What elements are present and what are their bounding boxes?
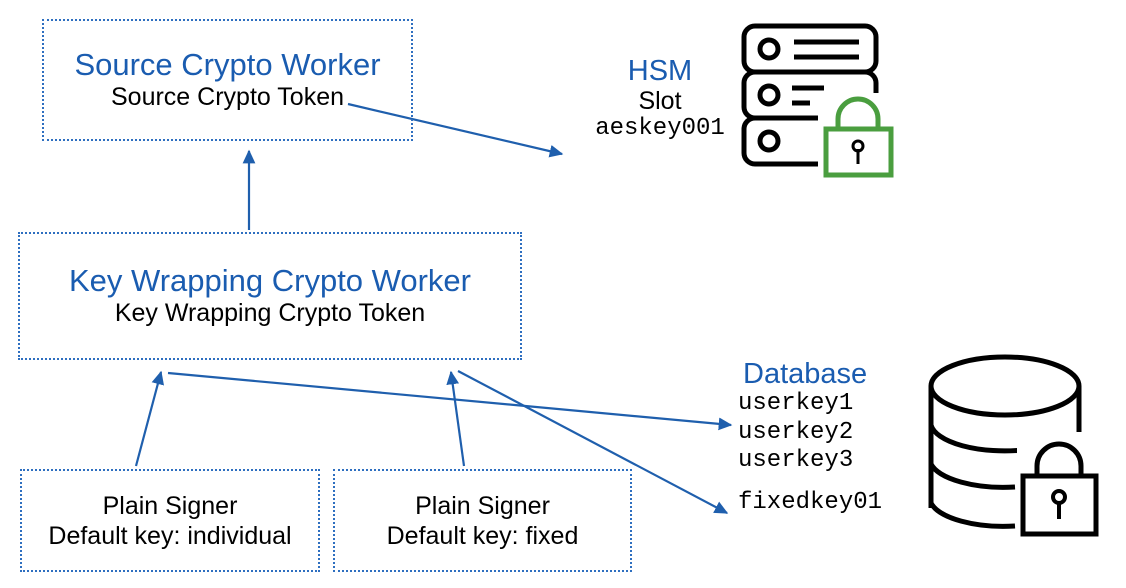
arrow-plain-signer-fixed-to-keywrap — [446, 370, 466, 467]
database-title: Database — [743, 358, 868, 390]
node-plain-signer-individual[interactable]: Plain Signer Default key: individual — [20, 469, 320, 572]
plain-signer-individual-line2: Default key: individual — [48, 521, 292, 550]
database-key-fixedkey01: fixedkey01 — [738, 488, 883, 516]
hsm-text-group: HSM Slot aeskey001 — [560, 55, 760, 144]
plain-signer-fixed-line2: Default key: fixed — [386, 521, 579, 550]
source-crypto-worker-title: Source Crypto Worker — [74, 46, 381, 82]
node-key-wrapping-crypto-worker[interactable]: Key Wrapping Crypto Worker Key Wrapping … — [18, 232, 522, 360]
arrow-plain-signer-individual-to-keywrap — [134, 370, 164, 467]
node-source-crypto-worker[interactable]: Source Crypto Worker Source Crypto Token — [42, 19, 413, 141]
hsm-title: HSM — [627, 55, 693, 87]
node-plain-signer-fixed[interactable]: Plain Signer Default key: fixed — [333, 469, 632, 572]
database-cylinder-icon — [928, 354, 1082, 529]
plain-signer-fixed-line1: Plain Signer — [415, 491, 550, 520]
database-key-userkey3: userkey3 — [738, 446, 854, 474]
database-text-group: Database userkey1 userkey2 userkey3 fixe… — [738, 358, 882, 517]
source-crypto-worker-subtitle: Source Crypto Token — [111, 82, 344, 111]
padlock-green-icon — [818, 93, 900, 179]
padlock-black-icon — [1017, 434, 1109, 544]
hsm-key-aeskey001: aeskey001 — [595, 115, 725, 143]
arrow-keywrap-to-database-userkeys — [167, 371, 733, 431]
key-wrapping-crypto-worker-title: Key Wrapping Crypto Worker — [68, 262, 471, 298]
hsm-slot-label: Slot — [638, 87, 682, 116]
plain-signer-individual-line1: Plain Signer — [102, 491, 238, 520]
key-wrapping-crypto-worker-subtitle: Key Wrapping Crypto Token — [114, 298, 426, 327]
database-key-userkey2: userkey2 — [738, 418, 854, 446]
database-key-userkey1: userkey1 — [738, 390, 854, 418]
